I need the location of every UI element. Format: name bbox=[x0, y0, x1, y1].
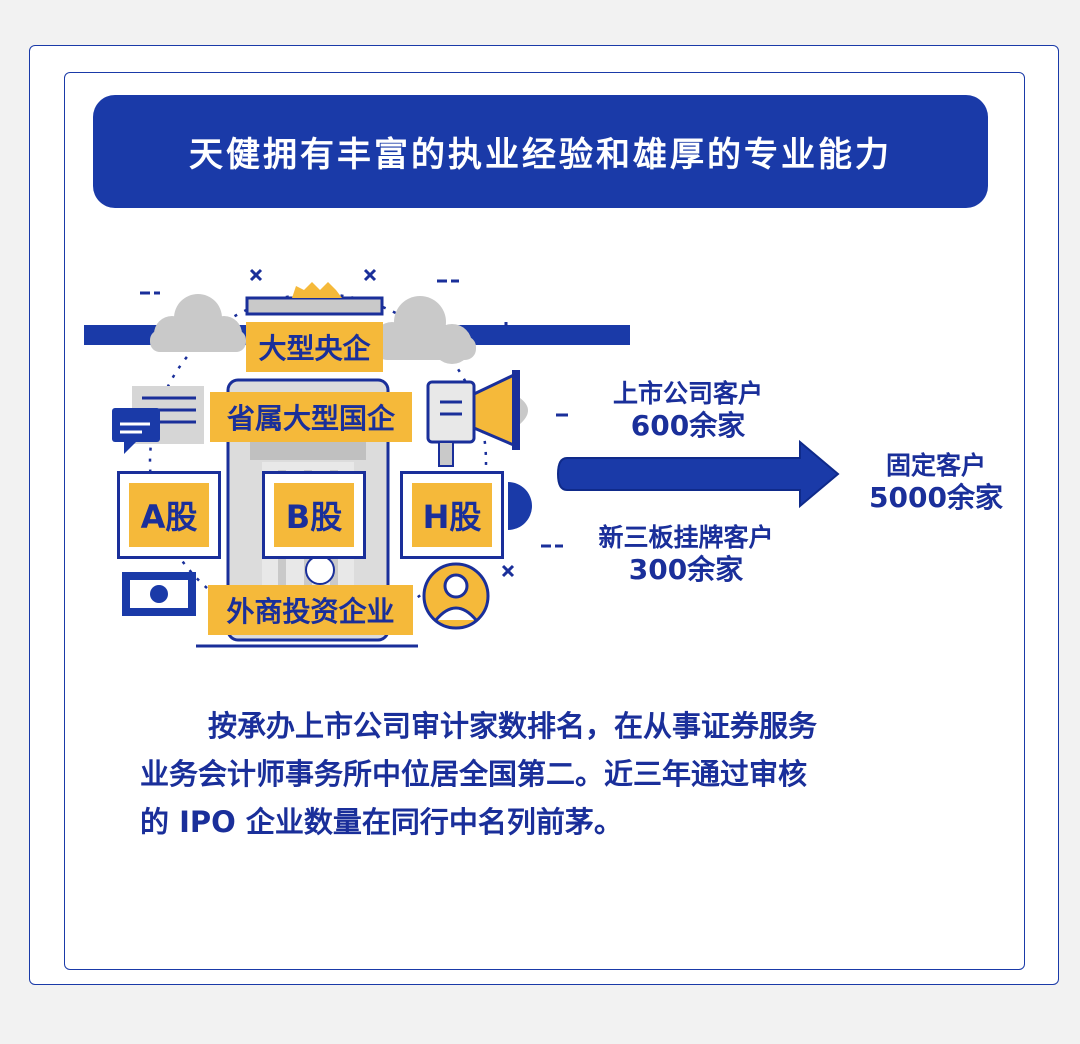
paragraph-line-3: 的 IPO 企业数量在同行中名列前茅。 bbox=[140, 805, 623, 839]
cloud-right-icon bbox=[374, 296, 476, 364]
listed-clients-stat: 上市公司客户 600余家 bbox=[604, 378, 772, 442]
money-icon bbox=[122, 572, 196, 616]
fixed-clients-label: 固定客户 bbox=[885, 451, 986, 480]
cloud-left-icon bbox=[150, 294, 246, 352]
tag-central-soe: 大型央企 bbox=[246, 322, 383, 372]
dashed-orbit bbox=[148, 292, 488, 632]
h-share-box: H股 bbox=[400, 471, 504, 559]
neeq-clients-count: 300余家 bbox=[628, 553, 744, 586]
b-share-box: B股 bbox=[262, 471, 366, 559]
paragraph-line-1: 按承办上市公司审计家数排名，在从事证券服务 bbox=[208, 709, 818, 743]
description-paragraph: 按承办上市公司审计家数排名，在从事证券服务 业务会计师事务所中位居全国第二。近三… bbox=[140, 702, 970, 846]
b-share-label: B股 bbox=[274, 483, 354, 547]
fixed-clients-stat: 固定客户 5000余家 bbox=[856, 450, 1016, 514]
neeq-clients-label: 新三板挂牌客户 bbox=[598, 523, 774, 552]
gear-icon bbox=[292, 282, 342, 298]
tag-foreign-invested: 外商投资企业 bbox=[208, 585, 413, 635]
decor-marks bbox=[140, 268, 568, 578]
listed-clients-label: 上市公司客户 bbox=[612, 379, 763, 408]
roof-sign bbox=[245, 296, 384, 316]
h-share-label: H股 bbox=[412, 483, 492, 547]
title-banner: 天健拥有丰富的执业经验和雄厚的专业能力 bbox=[93, 95, 988, 208]
page-title: 天健拥有丰富的执业经验和雄厚的专业能力 bbox=[189, 135, 892, 175]
paragraph-line-2: 业务会计师事务所中位居全国第二。近三年通过审核 bbox=[140, 757, 808, 791]
megaphone-icon bbox=[426, 370, 528, 467]
inner-frame bbox=[64, 72, 1025, 970]
chat-bubble-icon bbox=[112, 408, 160, 454]
tag-provincial-soe: 省属大型国企 bbox=[210, 392, 412, 442]
a-share-box: A股 bbox=[117, 471, 221, 559]
flow-arrow bbox=[556, 439, 840, 509]
listed-clients-count: 600余家 bbox=[630, 409, 746, 442]
user-avatar-icon bbox=[422, 562, 490, 630]
a-share-label: A股 bbox=[129, 483, 209, 547]
half-circle-decor bbox=[508, 482, 532, 530]
fixed-clients-count: 5000余家 bbox=[869, 481, 1003, 514]
neeq-clients-stat: 新三板挂牌客户 300余家 bbox=[578, 522, 794, 586]
